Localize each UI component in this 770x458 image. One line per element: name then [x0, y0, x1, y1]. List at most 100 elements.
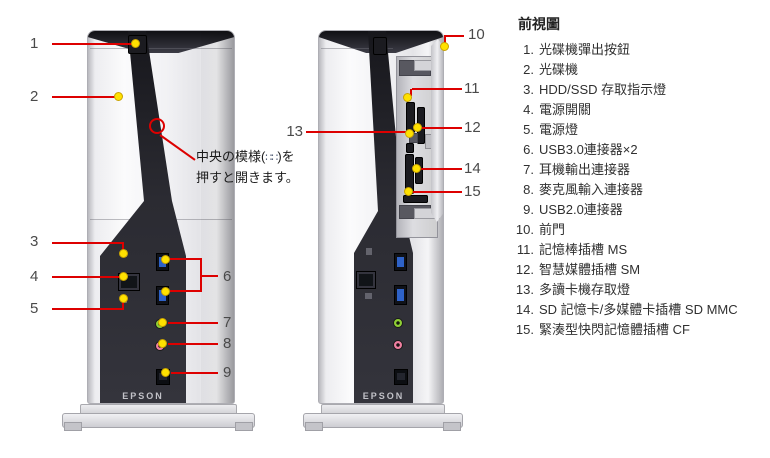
legend-item-num: 8. — [523, 182, 534, 197]
callout-number-8: 8 — [223, 335, 232, 352]
stand-foot-left — [64, 422, 82, 431]
optical-drive-seam — [321, 48, 393, 49]
center-pattern-circle-annotation — [149, 118, 165, 134]
callout-dot-2-optical-drive — [114, 92, 123, 101]
callout-number-2: 2 — [30, 88, 39, 105]
callout-dot-4-power-switch — [119, 272, 128, 281]
legend-item-label: 多讀卡機存取燈 — [539, 282, 631, 297]
legend-item-7: 7. 耳機輸出連接器 — [512, 160, 770, 180]
callout-line-14 — [421, 168, 462, 170]
legend-item-label: USB2.0連接器 — [539, 202, 623, 217]
compactflash-slot — [403, 195, 428, 203]
callout-dot-3-hdd-led — [119, 249, 128, 258]
power-led — [365, 293, 372, 299]
stand-plate — [62, 413, 255, 428]
legend-item-num: 2. — [523, 62, 534, 77]
callout-line-11-bend — [410, 89, 412, 96]
callout-dot-9-usb2 — [161, 368, 170, 377]
callout-number-4: 4 — [30, 268, 39, 285]
legend-item-11: 11.記憶棒插槽 MS — [512, 240, 770, 260]
legend-item-label: SD 記憶卡/多媒體卡插槽 SD MMC — [539, 302, 738, 317]
legend-item-num: 5. — [523, 122, 534, 137]
callout-line-5 — [52, 308, 124, 310]
callout-line-8 — [168, 343, 218, 345]
right-tower-stand — [303, 404, 463, 432]
callout-dot-6b-usb3-bottom — [161, 287, 170, 296]
legend-item-label: 記憶棒插槽 MS — [539, 242, 628, 257]
callout-number-14: 14 — [464, 160, 481, 177]
callout-dot-13-access-light — [405, 129, 414, 138]
callout-number-12: 12 — [464, 119, 481, 136]
legend-item-num: 6. — [523, 142, 534, 157]
callout-number-13: 13 — [286, 123, 303, 140]
legend-item-num: 4. — [523, 102, 534, 117]
callout-line-11 — [412, 88, 462, 90]
legend-item-14: 14. SD 記憶卡/多媒體卡插槽 SD MMC — [512, 300, 770, 320]
stand-foot-left — [305, 422, 323, 431]
side-panel-shading — [201, 31, 234, 403]
legend-item-num: 12. — [515, 262, 534, 277]
callout-dot-6a-usb3-top — [161, 255, 170, 264]
callout-number-1: 1 — [30, 35, 39, 52]
callout-line-9 — [171, 372, 218, 374]
front-center-stripe-and-panel — [100, 31, 186, 403]
callout-line-10 — [444, 35, 464, 37]
callout-line-12 — [422, 127, 462, 129]
legend-item-num: 10. — [515, 222, 534, 237]
memory-stick-slot — [406, 102, 415, 133]
callout-number-3: 3 — [30, 233, 39, 250]
legend-item-13: 13. 多讀卡機存取燈 — [512, 280, 770, 300]
legend-item-label: 緊湊型快閃記憶體插槽 CF — [539, 322, 690, 337]
callout-line-13 — [306, 131, 406, 133]
legend-item-12: 12.智慧媒體插槽 SM — [512, 260, 770, 280]
stand-plate — [303, 413, 463, 428]
epson-logo: EPSON — [362, 391, 405, 401]
legend-item-10: 10.前門 — [512, 220, 770, 240]
callout-line-15 — [413, 191, 462, 193]
callout-dot-8-microphone — [158, 339, 167, 348]
legend-item-label: 光碟機彈出按鈕 — [539, 42, 631, 57]
legend-item-15: 15.緊湊型快閃記憶體插槽 CF — [512, 320, 770, 340]
legend-item-label: 電源開關 — [539, 102, 592, 117]
callout-line-6a — [170, 258, 202, 260]
legend-item-label: USB3.0連接器×2 — [539, 142, 638, 157]
dot-pattern-glyph: ∷∷ — [265, 152, 278, 164]
callout-number-6: 6 — [223, 268, 232, 285]
front-door-open — [431, 39, 443, 222]
hdd-ssd-access-led — [366, 248, 372, 255]
legend-item-label: 耳機輸出連接器 — [539, 162, 631, 177]
legend-item-num: 3. — [523, 82, 534, 97]
microphone-jack — [393, 340, 403, 350]
legend-item-9: 9. USB2.0連接器 — [512, 200, 770, 220]
sd-mmc-slot — [405, 154, 414, 194]
callout-dot-15-cf-slot — [404, 187, 413, 196]
callout-dot-11-ms-slot — [403, 93, 412, 102]
legend-item-2: 2.光碟機 — [512, 60, 770, 80]
top-dark-band — [88, 31, 234, 53]
callout-dot-5-power-led — [119, 294, 128, 303]
legend-item-3: 3.HDD/SSD 存取指示燈 — [512, 80, 770, 100]
callout-number-7: 7 — [223, 314, 232, 331]
door-open-note: 中央の模様(∷∷)を 押すと開きます。 — [196, 147, 299, 187]
callout-line-1 — [52, 43, 132, 45]
legend-item-num: 9. — [523, 202, 534, 217]
callout-dot-14-sd-mmc-slot — [412, 164, 421, 173]
callout-number-9: 9 — [223, 364, 232, 381]
callout-line-10-bend — [444, 36, 446, 44]
headphone-jack — [393, 318, 403, 328]
callout-dot-12-sm-slot — [413, 123, 422, 132]
legend-item-num: 13. — [515, 282, 534, 297]
callout-line-3 — [52, 242, 124, 244]
legend: 前視圖 1.光碟機彈出按鈕 2.光碟機 3.HDD/SSD 存取指示燈 4.電源… — [512, 14, 770, 340]
slot-divider — [406, 143, 414, 153]
legend-item-num: 7. — [523, 162, 534, 177]
legend-item-num: 14. — [515, 302, 534, 317]
callout-number-11: 11 — [464, 80, 480, 97]
callout-line-6-stub — [201, 275, 218, 277]
left-tower-stand — [62, 404, 255, 432]
stand-foot-right — [235, 422, 253, 431]
callout-dot-7-headphone — [158, 318, 167, 327]
callout-line-2 — [52, 96, 115, 98]
callout-line-6b — [170, 290, 202, 292]
callout-line-5-bend — [122, 302, 124, 309]
